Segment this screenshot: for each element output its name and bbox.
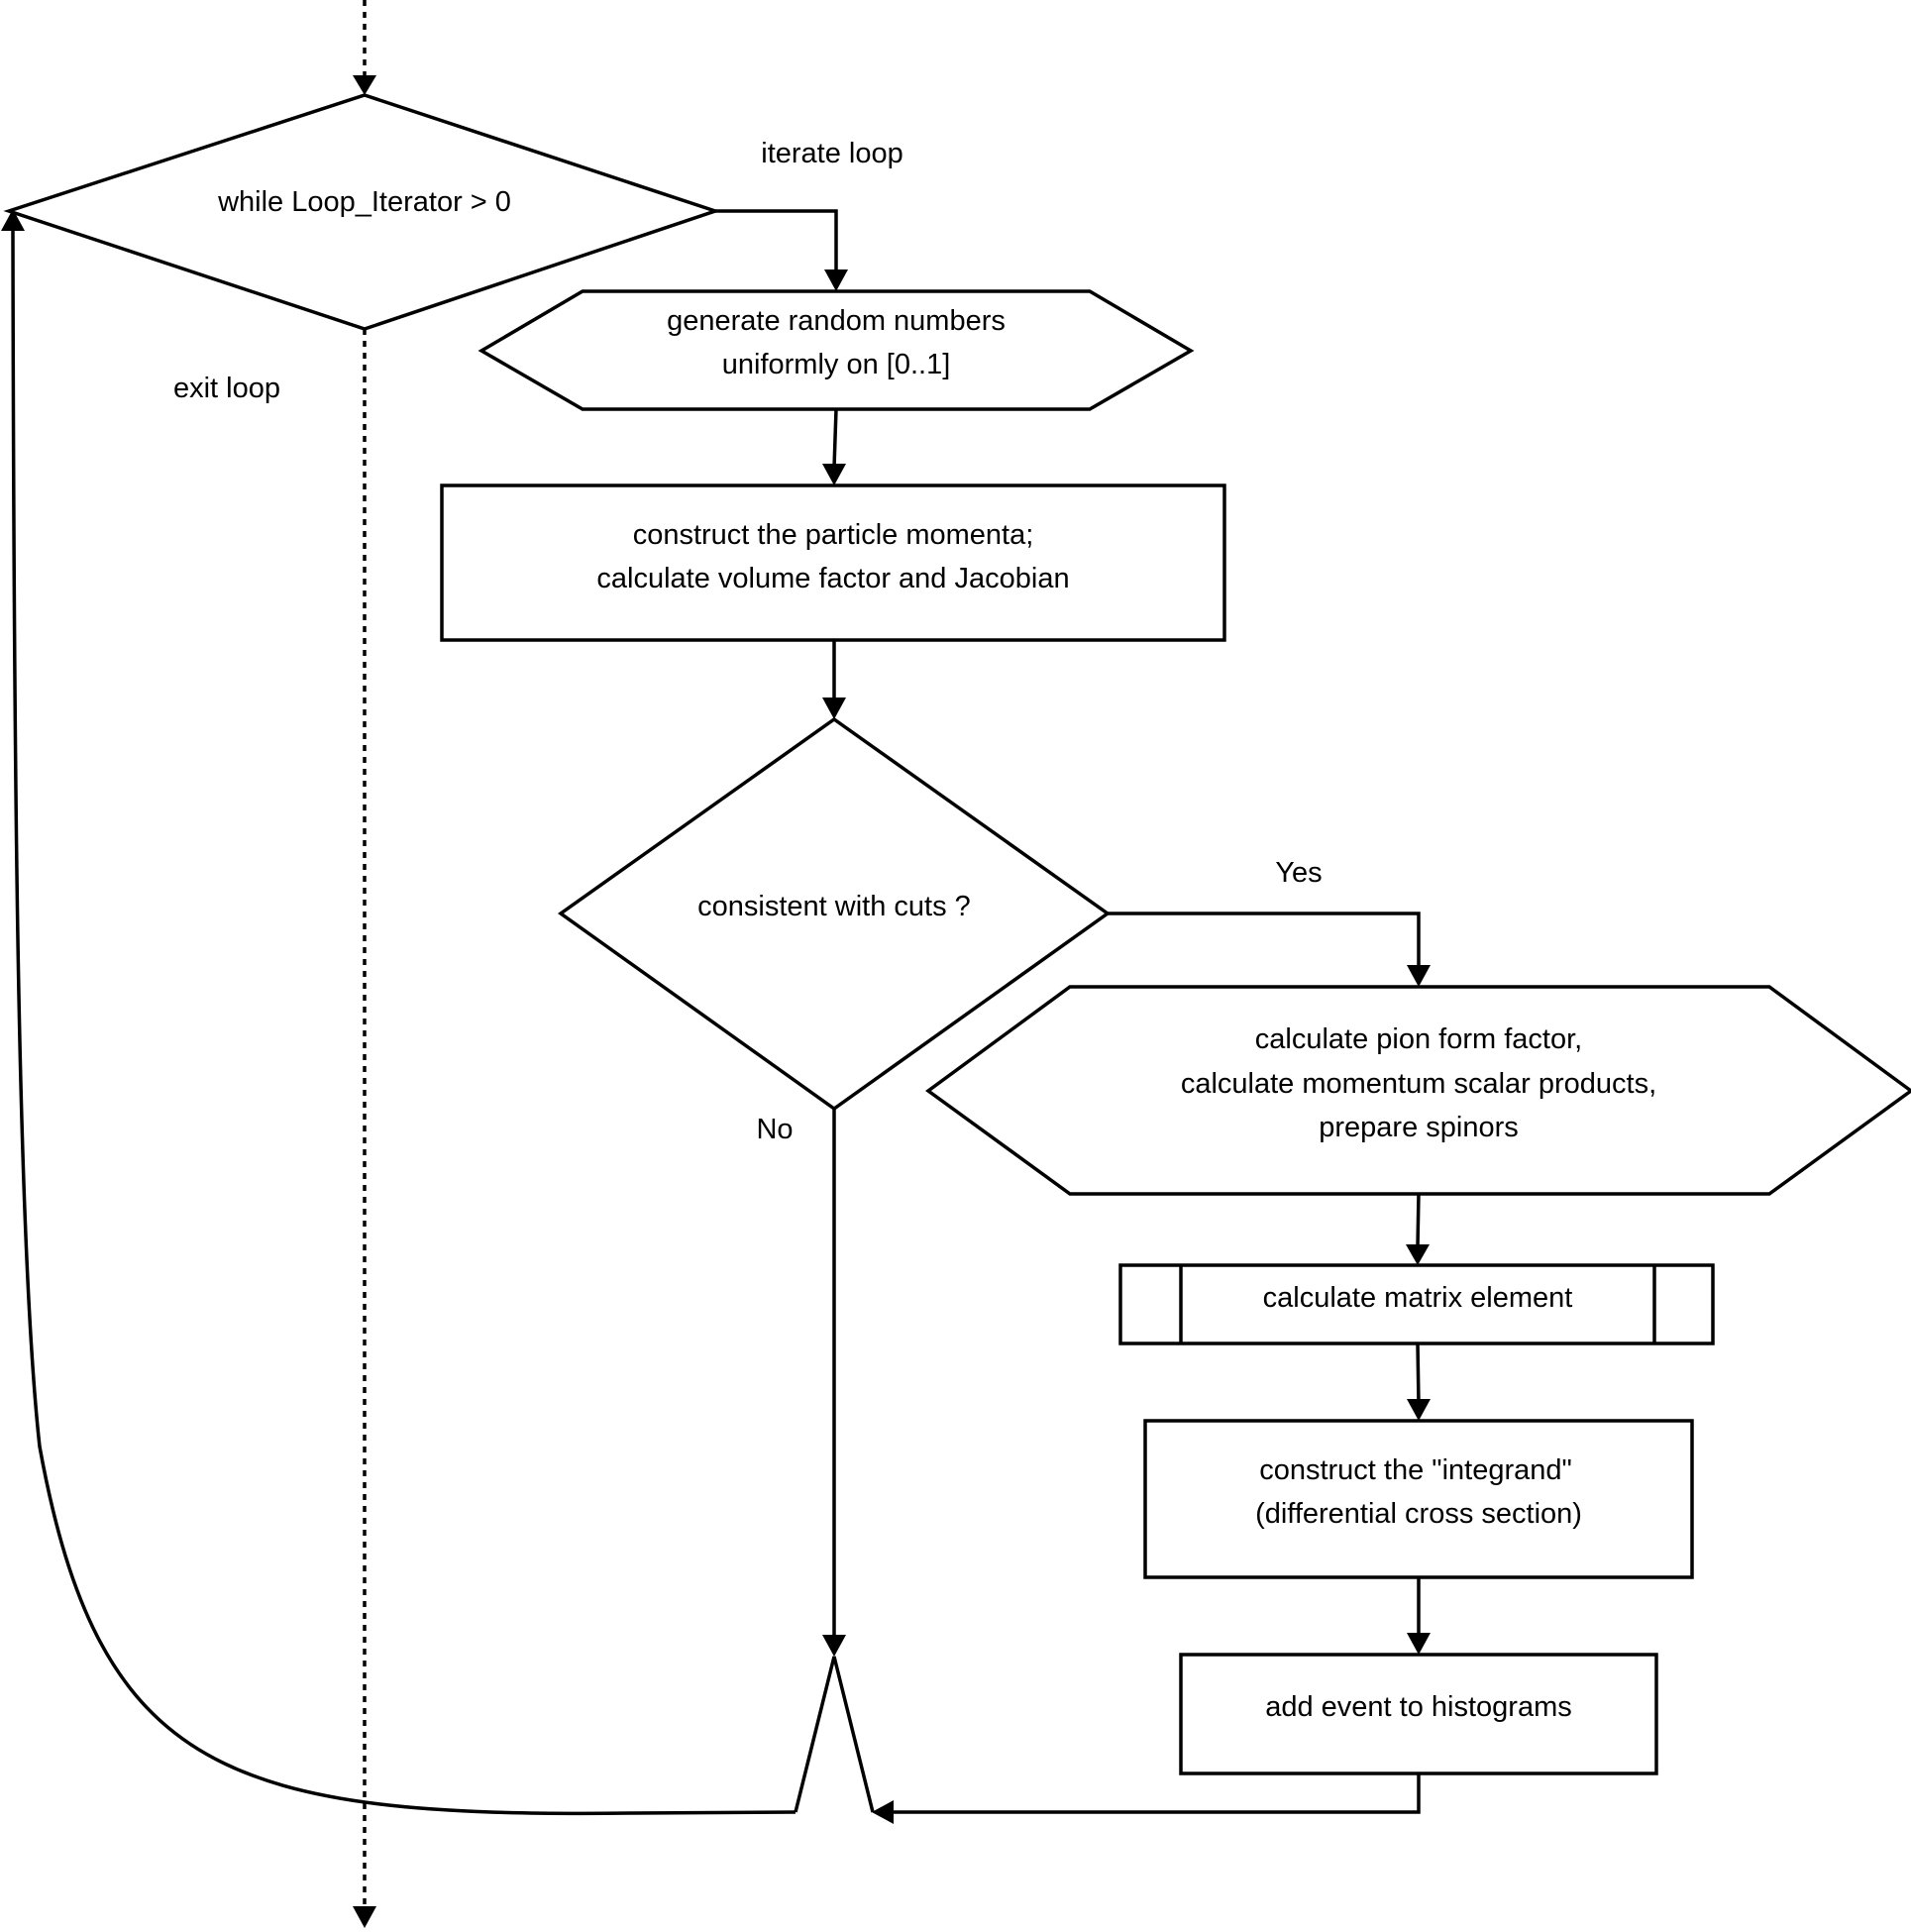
merge-symbol [794,1656,875,1813]
generate-hexagon [478,289,1195,411]
matrix-element-label: calculate matrix element [1263,1282,1573,1314]
integrand-to-histograms-arrowhead [1407,1633,1431,1655]
decision-loop-label: while Loop_Iterator > 0 [217,186,511,218]
generate-label-line-2: uniformly on [0..1] [722,349,951,380]
prepare-label-line-2: calculate momentum scalar products, [1181,1068,1656,1100]
loop-back-arrowhead [1,209,25,231]
histograms-to-merge-arrowhead [872,1800,894,1824]
construct-momenta-box [440,483,1226,642]
exit-loop-label: exit loop [173,373,280,404]
yes-connector [1108,912,1421,969]
iterate-loop-label: iterate loop [761,138,903,169]
generate-label-line-1: generate random numbers [667,305,1006,337]
matrix-to-integrand-arrowhead [1407,1399,1431,1421]
integrand-box [1143,1419,1694,1579]
yes-label: Yes [1275,857,1322,889]
prepare-hexagon [925,985,1911,1196]
histograms-to-merge-connector [890,1773,1421,1814]
generate-to-momenta-connector [832,408,838,469]
prepare-to-matrix-connector [1416,1193,1421,1247]
prepare-label-line-3: prepare spinors [1319,1112,1519,1143]
generate-to-momenta-arrowhead [822,464,846,485]
decision-cuts-label: consistent with cuts ? [697,891,971,922]
matrix-to-integrand-connector [1416,1342,1421,1404]
construct-momenta-label-line-2: calculate volume factor and Jacobian [596,563,1069,594]
construct-momenta-label-line-1: construct the particle momenta; [633,519,1034,551]
prepare-to-matrix-arrowhead [1406,1244,1430,1265]
momenta-to-cuts-arrowhead [822,698,846,719]
histograms-box [1179,1653,1658,1775]
histograms-label: add event to histograms [1265,1691,1572,1723]
integrand-label-line-1: construct the "integrand" [1259,1454,1572,1486]
matrix-element-box [1118,1263,1715,1345]
yes-arrowhead [1407,965,1431,987]
iterate-arrowhead [824,269,848,291]
decision-cuts-diamond [557,716,1112,1112]
entry-arrowhead [353,75,376,95]
prepare-label-line-1: calculate pion form factor, [1255,1023,1582,1055]
exit-arrowhead [353,1906,376,1928]
decision-loop-diamond [3,93,721,331]
no-label: No [756,1114,793,1145]
no-arrowhead [822,1635,846,1657]
iterate-connector [715,209,838,273]
loop-back-connector [11,229,796,1816]
integrand-label-line-2: (differential cross section) [1255,1498,1582,1530]
